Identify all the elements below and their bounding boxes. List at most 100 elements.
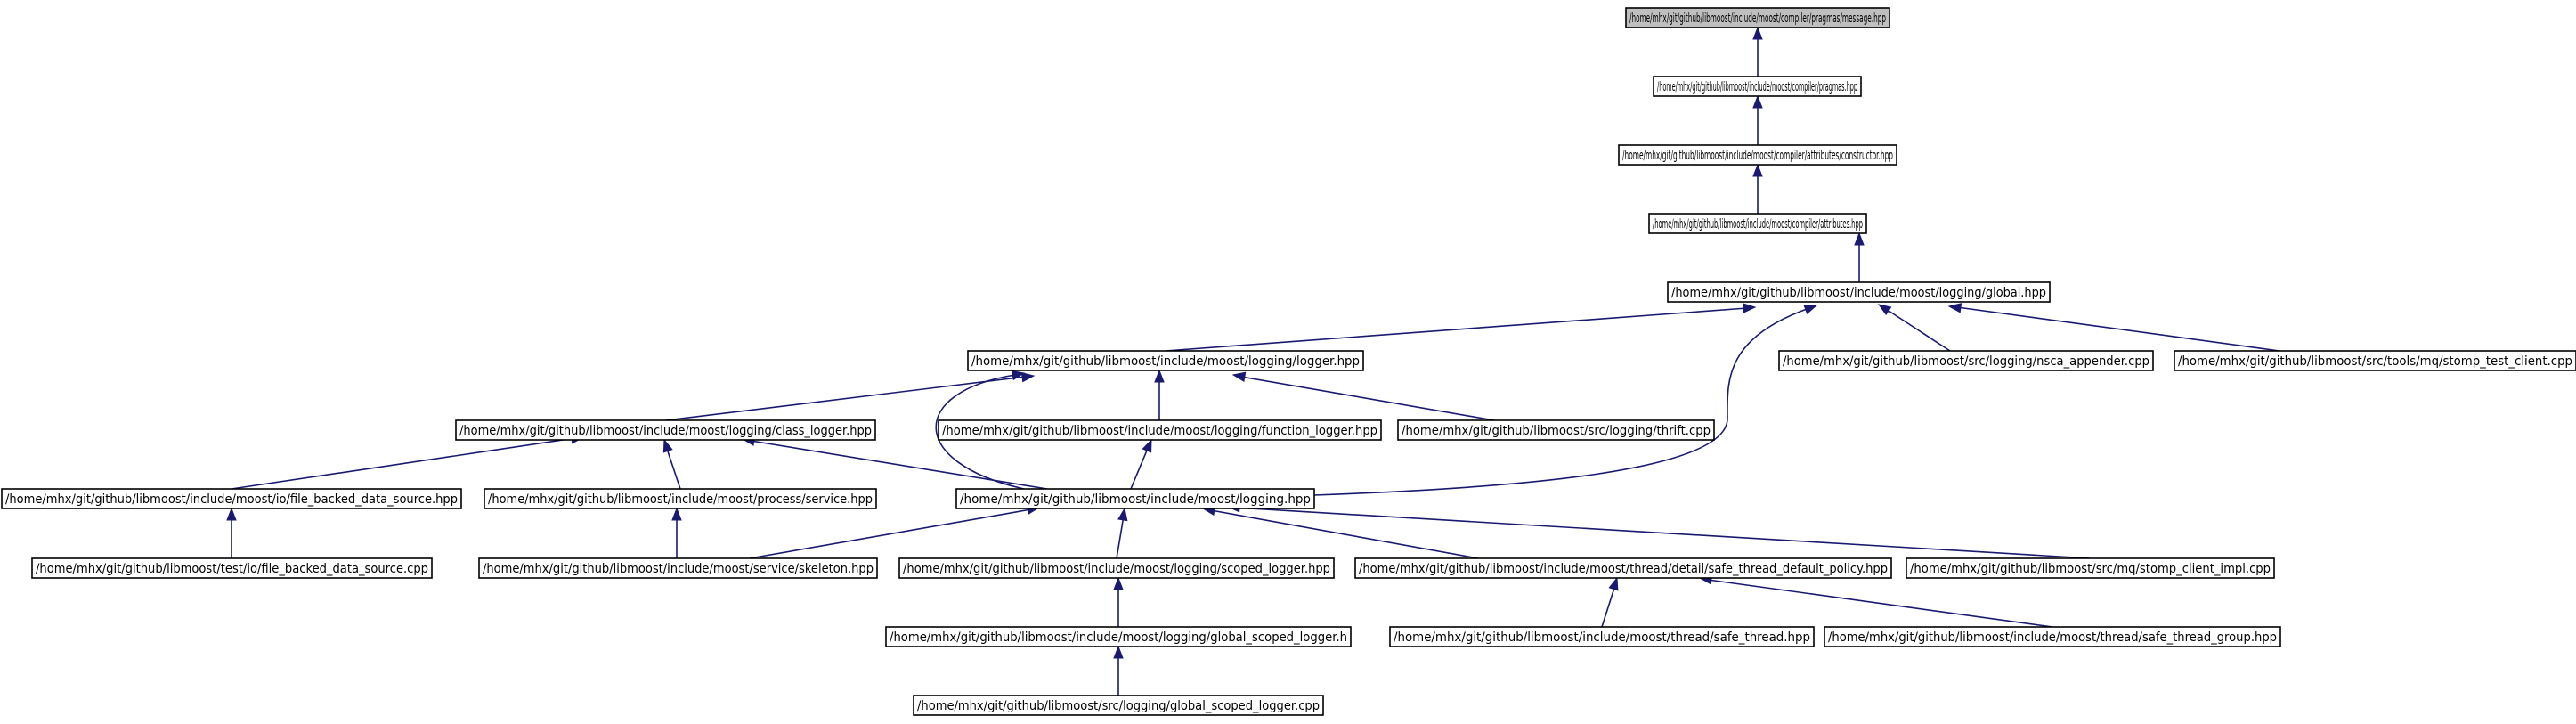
node-label: /home/mhx/git/github/libmoost/test/io/fi… [36, 562, 428, 576]
node-stomp_client_impl[interactable]: /home/mhx/git/github/libmoost/src/mq/sto… [1906, 557, 2275, 579]
node-box [2174, 350, 2576, 371]
node-label: /home/mhx/git/github/libmoost/include/mo… [960, 492, 1311, 507]
node-label: /home/mhx/git/github/libmoost/src/loggin… [1402, 424, 1711, 438]
node-box [1354, 557, 1892, 579]
node-scoped_logger[interactable]: /home/mhx/git/github/libmoost/include/mo… [898, 557, 1335, 579]
edge-stomp_test-to-global [1947, 303, 2280, 352]
node-label: /home/mhx/git/github/libmoost/include/mo… [903, 562, 1330, 576]
node-label: /home/mhx/git/github/libmoost/include/mo… [459, 424, 872, 438]
edge-nsca-to-global [1877, 304, 1951, 352]
edge-arrowhead [1113, 576, 1124, 590]
node-skeleton[interactable]: /home/mhx/git/github/libmoost/include/mo… [478, 557, 878, 579]
edge-logging-to-logger [935, 370, 1026, 490]
node-box [1778, 350, 2154, 371]
edge-file_backed-to-class_logger [231, 434, 585, 490]
node-label: /home/mhx/git/github/libmoost/include/mo… [1359, 562, 1888, 576]
node-label: /home/mhx/git/github/libmoost/src/loggin… [1783, 354, 2149, 369]
node-global_scoped_logger_cpp[interactable]: /home/mhx/git/github/libmoost/src/loggin… [913, 695, 1324, 716]
node-label: /home/mhx/git/github/libmoost/include/mo… [5, 492, 458, 507]
node-label: /home/mhx/git/github/libmoost/src/mq/sto… [1910, 562, 2271, 576]
edge-line [749, 508, 1032, 559]
edge-stomp_client_impl-to-logging [1226, 502, 2091, 559]
node-box [967, 350, 1364, 371]
node-pragmas[interactable]: /home/mhx/git/github/libmoost/include/mo… [1653, 76, 1862, 97]
node-test_file_backed[interactable]: /home/mhx/git/github/libmoost/test/io/fi… [31, 557, 433, 579]
edge-arrowhead [1142, 438, 1152, 453]
edge-line [231, 437, 576, 490]
node-stomp_test[interactable]: /home/mhx/git/github/libmoost/src/tools/… [2174, 350, 2576, 371]
node-box [1648, 213, 1867, 234]
node-label: /home/mhx/git/github/libmoost/include/mo… [1653, 217, 1863, 232]
node-class_logger[interactable]: /home/mhx/git/github/libmoost/include/mo… [455, 419, 876, 441]
edge-line [1165, 307, 1748, 352]
node-label: /home/mhx/git/github/libmoost/include/mo… [1622, 149, 1893, 163]
node-label: /home/mhx/git/github/libmoost/src/tools/… [2178, 354, 2572, 369]
edge-scoped_logger-to-logging [1116, 507, 1128, 559]
graph-nodes: /home/mhx/git/github/libmoost/include/mo… [1, 7, 2576, 716]
edge-line [1707, 579, 2053, 628]
edge-skeleton-to-logging [749, 504, 1041, 559]
edge-arrowhead [1803, 305, 1818, 314]
node-attributes[interactable]: /home/mhx/git/github/libmoost/include/mo… [1648, 213, 1867, 234]
edge-arrowhead [1752, 163, 1763, 177]
node-box [898, 557, 1335, 579]
edge-arrowhead [226, 507, 237, 521]
edge-attributes-to-constructor [1752, 163, 1763, 214]
node-global[interactable]: /home/mhx/git/github/libmoost/include/mo… [1667, 281, 2051, 303]
node-global_scoped_logger_h[interactable]: /home/mhx/git/github/libmoost/include/mo… [885, 626, 1352, 647]
edge-arrowhead [1752, 94, 1763, 109]
node-box [1618, 144, 1897, 166]
edge-line [935, 374, 1025, 490]
edge-test_file_backed-to-file_backed [226, 507, 237, 558]
node-label: /home/mhx/git/github/libmoost/include/mo… [1671, 286, 2046, 300]
node-box [885, 626, 1352, 647]
edge-arrowhead [1117, 507, 1128, 522]
node-box [913, 695, 1324, 716]
node-logger[interactable]: /home/mhx/git/github/libmoost/include/mo… [967, 350, 1364, 371]
node-box [938, 419, 1382, 441]
node-box [1667, 281, 2051, 303]
edge-line [1601, 584, 1616, 628]
edge-safe_thread-to-safe_thread_policy [1601, 576, 1619, 628]
edge-global-to-attributes [1854, 232, 1865, 282]
edge-arrowhead [1020, 371, 1036, 383]
edge-safe_thread_group-to-safe_thread_policy [1698, 574, 2053, 628]
node-box [1397, 419, 1715, 441]
node-nsca[interactable]: /home/mhx/git/github/libmoost/src/loggin… [1778, 350, 2154, 371]
node-file_backed[interactable]: /home/mhx/git/github/libmoost/include/mo… [1, 488, 462, 509]
edge-line [665, 376, 1027, 421]
edge-logger-to-global [1165, 303, 1757, 352]
node-label: /home/mhx/git/github/libmoost/include/mo… [1657, 80, 1857, 94]
node-logging[interactable]: /home/mhx/git/github/libmoost/include/mo… [955, 488, 1315, 509]
node-label: /home/mhx/git/github/libmoost/include/mo… [942, 424, 1377, 438]
edge-arrowhead [1231, 371, 1247, 382]
node-safe_thread_group[interactable]: /home/mhx/git/github/libmoost/include/mo… [1824, 626, 2281, 647]
node-service[interactable]: /home/mhx/git/github/libmoost/include/mo… [484, 488, 877, 509]
node-box [455, 419, 876, 441]
node-label: /home/mhx/git/github/libmoost/include/mo… [1394, 630, 1810, 645]
edge-logging-to-function_logger [1130, 438, 1152, 490]
node-box [478, 557, 878, 579]
edge-pragmas-to-message [1752, 26, 1763, 77]
node-safe_thread_policy[interactable]: /home/mhx/git/github/libmoost/include/mo… [1354, 557, 1892, 579]
edge-line [1116, 515, 1125, 559]
node-box [1389, 626, 1815, 647]
node-label: /home/mhx/git/github/libmoost/include/mo… [971, 354, 1360, 369]
edge-arrowhead [1011, 370, 1026, 381]
node-box [955, 488, 1315, 509]
node-function_logger[interactable]: /home/mhx/git/github/libmoost/include/mo… [938, 419, 1382, 441]
edge-arrowhead [1947, 303, 1962, 313]
edge-function_logger-to-logger [1154, 369, 1165, 420]
node-safe_thread[interactable]: /home/mhx/git/github/libmoost/include/mo… [1389, 626, 1815, 647]
node-box [1906, 557, 2275, 579]
node-box [31, 557, 433, 579]
node-constructor[interactable]: /home/mhx/git/github/libmoost/include/mo… [1618, 144, 1897, 166]
edge-arrowhead [1608, 576, 1619, 591]
node-label: /home/mhx/git/github/libmoost/include/mo… [483, 562, 874, 576]
node-label: /home/mhx/git/github/libmoost/include/mo… [1828, 630, 2277, 645]
node-box [484, 488, 877, 509]
edge-thrift-to-logger [1231, 371, 1495, 421]
node-thrift[interactable]: /home/mhx/git/github/libmoost/src/loggin… [1397, 419, 1715, 441]
node-box [1, 488, 462, 509]
